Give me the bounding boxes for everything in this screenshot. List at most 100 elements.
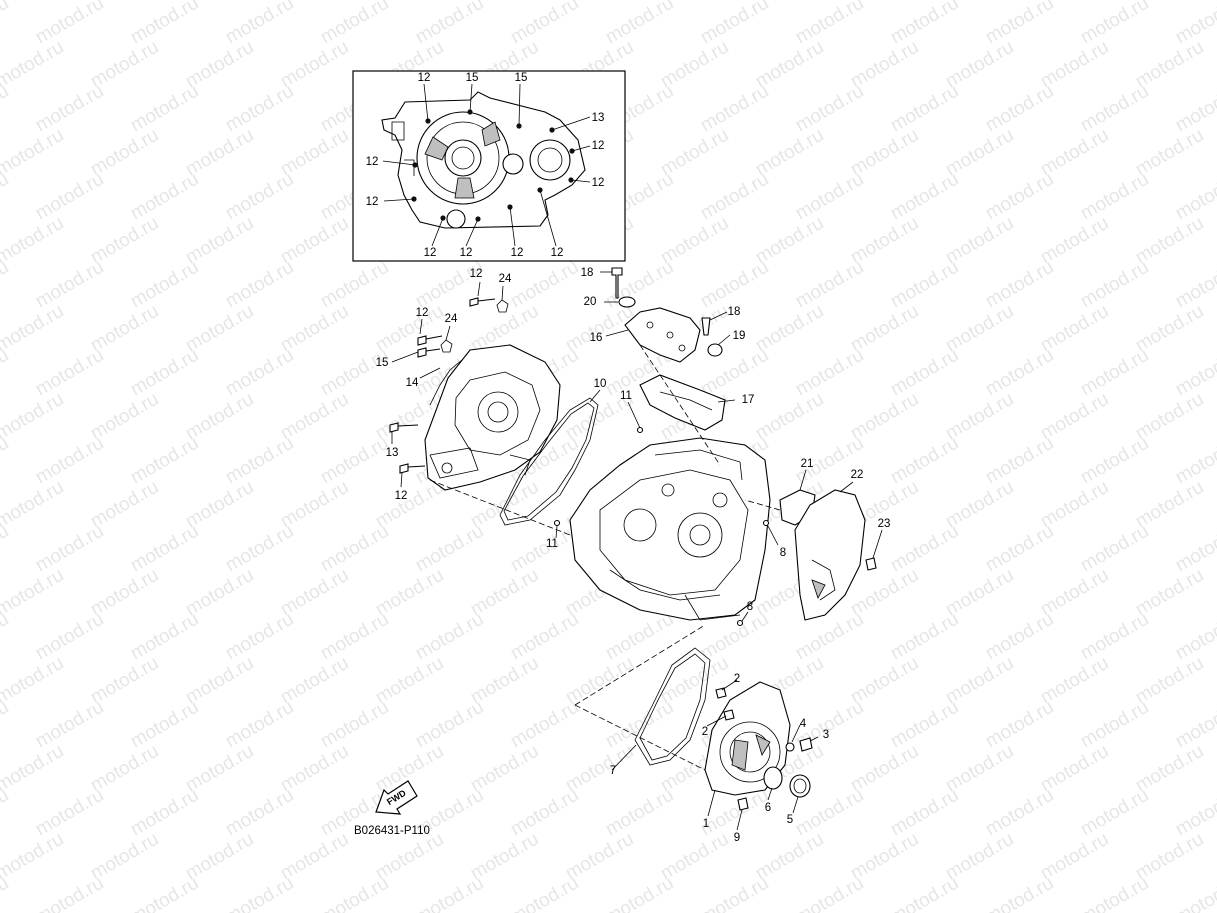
inset-callout-12-bottom-2: 12	[460, 247, 473, 259]
watermark-text: motod.ru	[1077, 0, 1152, 48]
watermark-text: motod.ru	[32, 521, 107, 577]
inset-callout-13: 13	[592, 112, 605, 124]
top-cover	[624, 307, 701, 363]
watermark-text: motod.ru	[32, 873, 107, 913]
dowel-11-bottom	[553, 519, 561, 527]
watermark-text: motod.ru	[1077, 169, 1152, 225]
watermark-text: motod.ru	[0, 521, 12, 577]
dowel-8-upper	[762, 519, 770, 527]
callout-19: 19	[733, 330, 746, 342]
watermark-text: motod.ru	[602, 697, 677, 753]
breather-plate	[639, 374, 726, 431]
watermark-text: motod.ru	[32, 609, 107, 665]
callout-11-a: 11	[620, 390, 632, 402]
bolt-23	[865, 557, 877, 571]
watermark-text: motod.ru	[887, 521, 962, 577]
bolt-15	[417, 347, 441, 358]
bolt-18-top	[611, 267, 623, 299]
fwd-arrow-icon: FWD	[375, 780, 418, 815]
watermark-text: motod.ru	[887, 785, 962, 841]
watermark-text: motod.ru	[0, 0, 67, 4]
callout-1: 1	[703, 818, 709, 830]
watermark-text: motod.ru	[0, 257, 12, 313]
watermark-text: motod.ru	[317, 433, 392, 489]
callout-10: 10	[594, 378, 607, 390]
watermark-text: motod.ru	[127, 873, 202, 913]
watermark-text: motod.ru	[697, 81, 772, 137]
inset-callout-15-left: 15	[466, 72, 479, 84]
watermark-text: motod.ru	[602, 873, 677, 913]
callout-20: 20	[584, 296, 597, 308]
assembly-guide-lines	[429, 344, 781, 771]
watermark-text: motod.ru	[507, 609, 582, 665]
diagram-code: B026431-P110	[354, 825, 430, 837]
watermark-text: motod.ru	[697, 873, 772, 913]
watermark-text: motod.ru	[317, 873, 392, 913]
watermark-text: motod.ru	[792, 81, 867, 137]
watermark-text: motod.ru	[127, 345, 202, 401]
watermark-text: motod.ru	[222, 609, 297, 665]
bolt-12-a	[469, 297, 496, 307]
watermark-text: motod.ru	[982, 697, 1057, 753]
watermark-text: motod.ru	[0, 741, 67, 797]
bolt-12-c	[399, 463, 426, 474]
watermark-text: motod.ru	[0, 609, 12, 665]
watermark-text: motod.ru	[507, 785, 582, 841]
clamp-24-a	[496, 299, 509, 313]
inset-port	[529, 139, 571, 181]
o-ring-6	[763, 766, 783, 790]
watermark-text: motod.ru	[602, 0, 677, 48]
watermark-text: motod.ru	[32, 0, 107, 48]
watermark-text: motod.ru	[982, 609, 1057, 665]
watermark-text: motod.ru	[1077, 257, 1152, 313]
inset-callout-12-bottom-3: 12	[511, 247, 524, 259]
watermark-text: motod.ru	[127, 433, 202, 489]
callout-leader-lines	[391, 271, 883, 831]
watermark-text: motod.ru	[127, 257, 202, 313]
watermark-text: motod.ru	[507, 0, 582, 48]
watermark-text: motod.ru	[32, 257, 107, 313]
clutch-cover	[424, 344, 561, 491]
callout-24-b: 24	[445, 313, 458, 325]
generator-cover	[704, 681, 791, 796]
watermark-text: motod.ru	[1077, 345, 1152, 401]
inset-callout-12-right-upper: 12	[592, 140, 605, 152]
callout-21: 21	[801, 458, 814, 470]
watermark-text: motod.ru	[697, 0, 772, 48]
inset-callout-15-right: 15	[515, 72, 528, 84]
hose-14	[429, 359, 463, 406]
watermark-text: motod.ru	[32, 81, 107, 137]
callout-18-b: 18	[728, 306, 741, 318]
inset-callout-12-bottom-1: 12	[424, 247, 437, 259]
watermark-text: motod.ru	[127, 785, 202, 841]
watermark-text: motod.ru	[32, 785, 107, 841]
watermark-text: motod.ru	[0, 213, 67, 269]
callout-12-c: 12	[395, 490, 408, 502]
watermark-text: motod.ru	[317, 521, 392, 577]
bolt-2-lower	[723, 709, 735, 721]
callout-17: 17	[742, 394, 755, 406]
bolt-12-b	[417, 335, 443, 346]
bolt-9	[737, 797, 749, 811]
watermark-text: motod.ru	[127, 169, 202, 225]
watermark-text: motod.ru	[222, 0, 297, 48]
watermark-text: motod.ru	[0, 697, 12, 753]
watermark-text: motod.ru	[222, 81, 297, 137]
watermark-text: motod.ru	[222, 433, 297, 489]
watermark-text: motod.ru	[887, 609, 962, 665]
watermark-text: motod.ru	[0, 477, 67, 533]
watermark-text: motod.ru	[1077, 873, 1152, 913]
watermark-text: motod.ru	[0, 125, 67, 181]
watermark-text: motod.ru	[602, 257, 677, 313]
watermark-text: motod.ru	[222, 521, 297, 577]
watermark-text: motod.ru	[222, 785, 297, 841]
watermark-text: motod.ru	[982, 785, 1057, 841]
watermark-text: motod.ru	[127, 521, 202, 577]
watermark-text: motod.ru	[0, 389, 67, 445]
watermark-text: motod.ru	[127, 609, 202, 665]
watermark-text: motod.ru	[982, 873, 1057, 913]
watermark-text: motod.ru	[982, 169, 1057, 225]
watermark-text: motod.ru	[982, 521, 1057, 577]
watermark-text: motod.ru	[887, 433, 962, 489]
